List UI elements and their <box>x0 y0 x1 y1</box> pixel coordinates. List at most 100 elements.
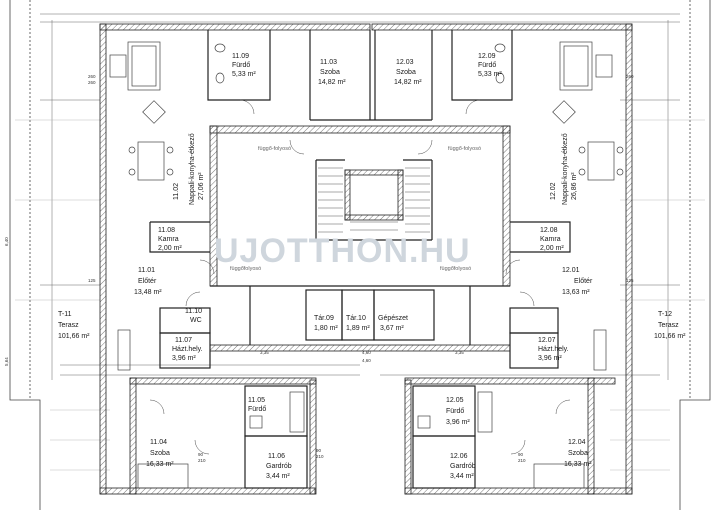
room-id: 11.07 <box>175 337 192 344</box>
dimension-label: 260 <box>88 80 96 85</box>
svg-text:12.06: 12.06 <box>450 453 468 460</box>
dimension-label: 90 <box>198 452 204 457</box>
dimension-label: 125 <box>626 278 634 283</box>
svg-text:Fürdő: Fürdő <box>478 62 496 69</box>
svg-text:3,44 m²: 3,44 m² <box>266 473 290 480</box>
svg-text:Fürdő: Fürdő <box>248 406 266 413</box>
room-name: Fürdő <box>446 408 464 415</box>
svg-text:12.05: 12.05 <box>446 397 464 404</box>
room-name: Előtér <box>138 278 157 285</box>
svg-text:Nappali-konyha-étkező: Nappali-konyha-étkező <box>189 133 196 205</box>
room-name: Fürdő <box>232 62 250 69</box>
room-area: 2,00 m² <box>540 245 564 252</box>
room-name: Kamra <box>540 236 561 243</box>
room-area: 3,96 m² <box>446 419 470 426</box>
svg-text:3,96 m²: 3,96 m² <box>446 419 470 426</box>
svg-text:26,86 m²: 26,86 m² <box>571 172 578 200</box>
dimension-label: 210 <box>518 458 526 463</box>
svg-text:12.09: 12.09 <box>478 53 496 60</box>
svg-text:16,33 m²: 16,33 m² <box>146 461 174 468</box>
furniture <box>109 41 624 489</box>
room-id: 11.08 <box>158 227 175 234</box>
svg-text:3,67 m²: 3,67 m² <box>380 325 404 332</box>
corridor-label: függőfolyosó <box>230 266 261 272</box>
dimension-label: 210 <box>198 458 206 463</box>
room-id: 11.01 <box>138 267 155 274</box>
svg-text:11.02: 11.02 <box>173 183 180 200</box>
corridor-label: függő-folyosó <box>448 146 481 152</box>
room-area: 14,82 m² <box>394 79 422 86</box>
dimension-label: 260 <box>88 74 96 79</box>
room-id: 12.07 <box>538 337 556 344</box>
svg-text:1,89 m²: 1,89 m² <box>346 325 370 332</box>
svg-text:12.08: 12.08 <box>540 227 558 234</box>
svg-text:101,66 m²: 101,66 m² <box>654 333 686 340</box>
svg-text:Szoba: Szoba <box>568 450 588 457</box>
svg-text:5,33 m²: 5,33 m² <box>232 71 256 78</box>
svg-text:Terasz: Terasz <box>658 322 679 329</box>
svg-text:12.02: 12.02 <box>550 182 557 200</box>
svg-text:5,33 m²: 5,33 m² <box>478 71 502 78</box>
svg-text:Gardrób: Gardrób <box>266 463 292 470</box>
room-id: 12.08 <box>540 227 558 234</box>
dimension-label: 3,35 <box>455 350 464 355</box>
watermark: UJOTTHON.HU <box>214 232 471 270</box>
svg-text:2,00 m²: 2,00 m² <box>540 245 564 252</box>
svg-text:Nappali-konyha-étkező: Nappali-konyha-étkező <box>562 133 569 205</box>
room-id: 12.03 <box>396 59 414 66</box>
svg-text:3,96 m²: 3,96 m² <box>172 355 196 362</box>
svg-text:12.07: 12.07 <box>538 337 556 344</box>
svg-text:13,48 m²: 13,48 m² <box>134 289 162 296</box>
room-area: 3,67 m² <box>380 325 404 332</box>
room-area: 3,44 m² <box>450 473 474 480</box>
room-id: 11.10 <box>185 308 202 315</box>
room-name: Szoba <box>396 69 416 76</box>
room-name: Előtér <box>574 278 593 285</box>
svg-text:16,33 m²: 16,33 m² <box>564 461 592 468</box>
svg-text:11.07: 11.07 <box>175 337 192 344</box>
dimension-label: 5,64 <box>4 357 9 366</box>
room-id: 12.04 <box>568 439 586 446</box>
dimension-label: 90 <box>518 452 524 457</box>
room-id: 12.02 <box>550 182 557 200</box>
terrace-outline <box>9 0 711 510</box>
room-name: Terasz <box>658 322 679 329</box>
svg-text:Fürdő: Fürdő <box>232 62 250 69</box>
room-id: 11.05 <box>248 397 265 404</box>
room-labels: 11.09 Fürdő 5,33 m² 11.03 Szoba 14,82 m²… <box>58 53 686 480</box>
svg-text:Szoba: Szoba <box>396 69 416 76</box>
svg-text:12.04: 12.04 <box>568 439 586 446</box>
svg-text:12.03: 12.03 <box>396 59 414 66</box>
room-id: 12.06 <box>450 453 468 460</box>
dimension-label: 90 <box>316 448 322 453</box>
room-area: 5,33 m² <box>478 71 502 78</box>
svg-text:11.09: 11.09 <box>232 53 249 60</box>
svg-text:11.08: 11.08 <box>158 227 175 234</box>
interior-walls <box>149 30 571 489</box>
room-name: Fürdő <box>248 406 266 413</box>
svg-text:11.06: 11.06 <box>268 453 285 460</box>
room-name: Terasz <box>58 322 79 329</box>
svg-text:Házt.hely.: Házt.hely. <box>538 346 569 353</box>
room-name: Gardrób <box>450 463 476 470</box>
svg-text:13,63 m²: 13,63 m² <box>562 289 590 296</box>
dimension-label: 4,60 <box>362 350 371 355</box>
dimension-label: 4,60 <box>362 358 371 363</box>
svg-text:Tár.09: Tár.09 <box>314 315 334 322</box>
svg-text:Szoba: Szoba <box>150 450 170 457</box>
corridor-label: függőfolyosó <box>440 266 471 272</box>
stair-treads <box>318 167 430 233</box>
svg-text:Gardrób: Gardrób <box>450 463 476 470</box>
room-area: 101,66 m² <box>654 333 686 340</box>
room-name: Házt.hely. <box>172 346 203 353</box>
room-area: 3,96 m² <box>172 355 196 362</box>
svg-text:T-11: T-11 <box>58 311 72 318</box>
dimension-label: 125 <box>88 278 96 283</box>
room-area: 16,33 m² <box>146 461 174 468</box>
room-area: 13,63 m² <box>562 289 590 296</box>
svg-text:Fürdő: Fürdő <box>446 408 464 415</box>
svg-text:Szoba: Szoba <box>320 69 340 76</box>
room-id: 11.04 <box>150 439 167 446</box>
svg-text:12.01: 12.01 <box>562 267 580 274</box>
